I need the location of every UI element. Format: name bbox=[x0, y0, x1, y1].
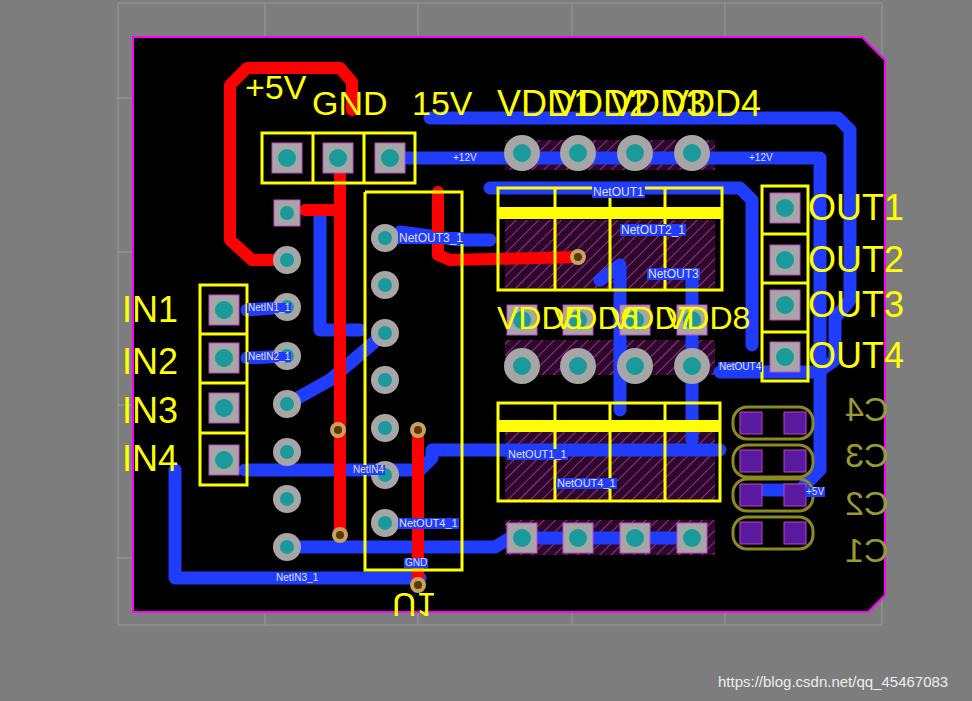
net-name: +12V bbox=[452, 153, 478, 163]
net-name: NetOUT1_1 bbox=[507, 449, 568, 460]
connector-label: IN2 bbox=[122, 344, 178, 380]
net-name: NetIN3_1 bbox=[275, 573, 319, 583]
net-name: NetOUT3 bbox=[647, 268, 700, 280]
designator: C3 bbox=[845, 438, 888, 472]
net-name: NetIN2_1 bbox=[247, 352, 291, 362]
designator: U1 bbox=[392, 588, 435, 622]
net-name: +12V bbox=[748, 153, 774, 163]
net-name: NetIN4 bbox=[352, 465, 385, 475]
net-name: NetOUT4_1 bbox=[556, 478, 617, 489]
connector-label: OUT2 bbox=[808, 242, 904, 278]
net-name: NetOUT1 bbox=[592, 186, 645, 198]
net-name: GND bbox=[404, 558, 428, 568]
net-label: GND bbox=[312, 86, 388, 120]
net-label: 15V bbox=[412, 86, 473, 120]
net-name: NetOUT4_1 bbox=[398, 518, 459, 529]
connector-label: IN4 bbox=[122, 441, 178, 477]
net-label: VDD8 bbox=[665, 302, 750, 334]
net-name: NetOUT3_1 bbox=[398, 232, 464, 244]
net-label: VDD4 bbox=[665, 86, 761, 122]
connector-label: IN3 bbox=[122, 393, 178, 429]
designator: C2 bbox=[845, 486, 888, 520]
net-name: NetIN1_1 bbox=[247, 303, 291, 313]
net-label: +5V bbox=[245, 70, 306, 104]
designator: C4 bbox=[845, 392, 888, 426]
connector-label: IN1 bbox=[122, 292, 178, 328]
watermark: https://blog.csdn.net/qq_45467083 bbox=[718, 674, 948, 689]
designator: C1 bbox=[845, 533, 888, 567]
net-name: NetOUT4 bbox=[718, 362, 762, 372]
connector-label: OUT1 bbox=[808, 190, 904, 226]
net-name: +5V bbox=[805, 487, 825, 497]
connector-label: OUT3 bbox=[808, 287, 904, 323]
connector-label: OUT4 bbox=[808, 338, 904, 374]
net-name: NetOUT2_1 bbox=[620, 224, 686, 236]
